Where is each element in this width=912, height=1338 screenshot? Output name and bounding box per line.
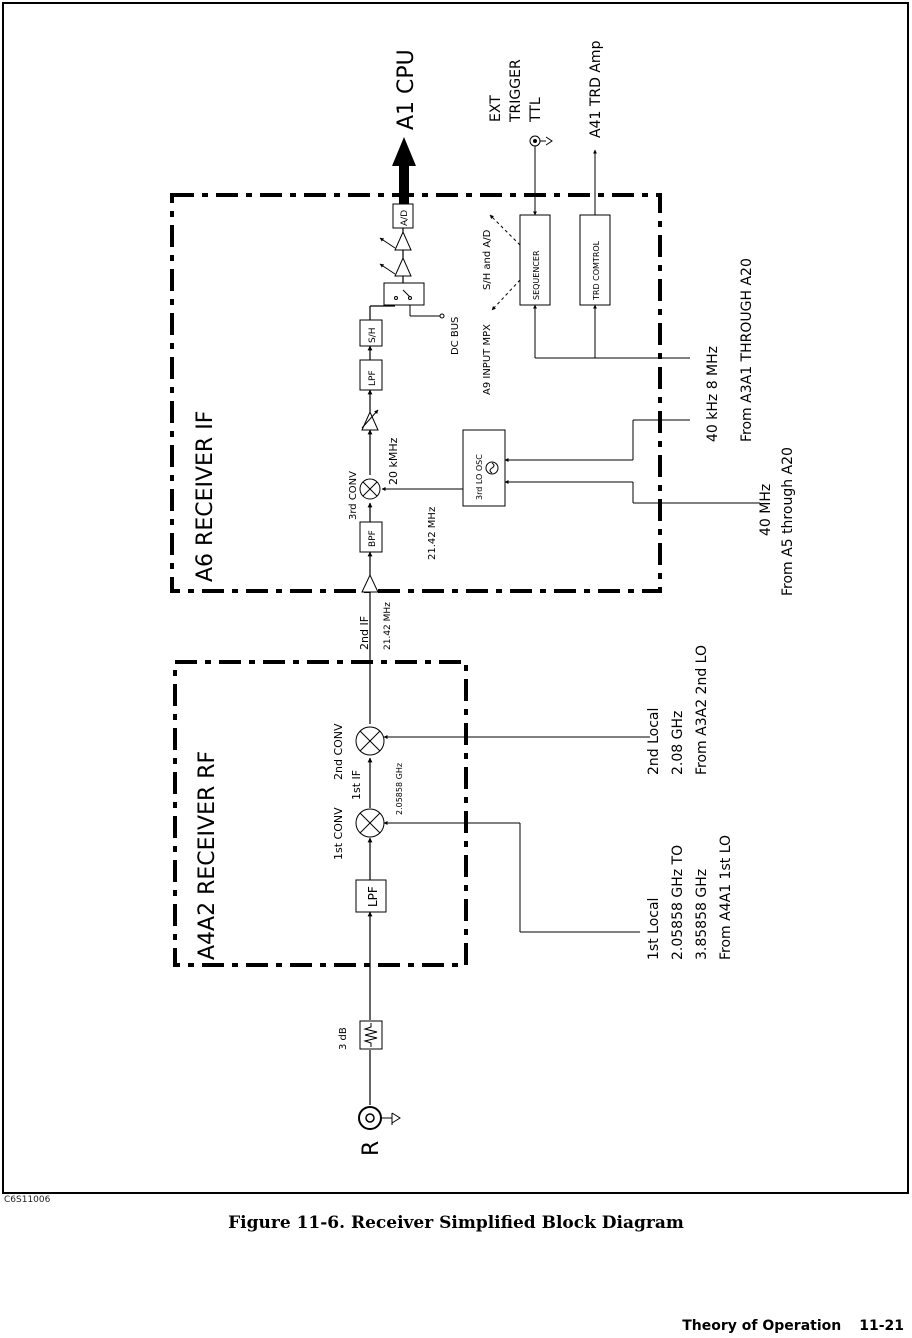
first-local-l3: 3.85858 GHz	[694, 869, 710, 960]
ref-40mhz-l2: From A5 through A20	[780, 447, 796, 596]
first-conv-label: 1st CONV	[332, 807, 345, 860]
dc-bus-label: DC BUS	[450, 317, 461, 355]
second-if-label: 2nd IF	[358, 616, 371, 650]
input-port-label: R	[359, 1141, 384, 1156]
ref-40khz-lines	[504, 304, 690, 462]
input-port-symbol	[358, 1106, 401, 1130]
receiver-rf-title: A4A2 RECEIVER RF	[195, 751, 220, 960]
third-lo-label: 3rd LO OSC	[475, 454, 484, 500]
ext-trigger-connector-icon	[529, 135, 553, 147]
sh-box	[359, 319, 383, 347]
second-local-l2: 2.08 GHz	[670, 711, 686, 775]
sequencer-control-lines	[489, 214, 521, 311]
third-conv-label: 3rd CONV	[348, 471, 359, 520]
block-diagram: A4A2 RECEIVER RF A6 RECEIVER IF R 3 dB L…	[2, 2, 909, 1194]
bpf-label: BPF	[368, 530, 378, 547]
second-local-l1: 2nd Local	[646, 708, 662, 775]
ref-40khz-l2: From A3A1 THROUGH A20	[739, 258, 755, 442]
cpu-bus-arrow-head	[392, 137, 416, 166]
second-mixer-symbol	[355, 726, 385, 756]
trd-control-label: TRD COMTROL	[592, 240, 601, 301]
oscillator-wave-icon	[489, 462, 495, 474]
ad-label: A/D	[400, 210, 410, 226]
page-footer: Theory of Operation 11-21	[664, 1318, 904, 1334]
oscillator-icon	[485, 461, 499, 475]
first-local-line	[383, 821, 640, 933]
first-if-label: 1st IF	[350, 770, 363, 800]
second-local-l3: From A3A2 2nd LO	[694, 645, 710, 775]
cpu-label: A1 CPU	[394, 49, 419, 130]
amp-stage-1-icon	[379, 256, 412, 277]
rf-lpf-label: LPF	[366, 886, 380, 907]
ext-trigger-line2: TRIGGER	[508, 59, 524, 123]
third-lo-box	[462, 429, 506, 507]
variable-amplifier-icon	[361, 409, 379, 431]
first-if-freq: 2.05858 GHz	[395, 763, 404, 815]
ref-40mhz-lines	[504, 480, 760, 504]
attenuator-label: 3 dB	[338, 1027, 349, 1050]
receiver-rf-boundary	[173, 660, 468, 967]
first-local-l2: 2.05858 GHz TO	[670, 845, 686, 960]
trd-control-box	[579, 214, 611, 306]
third-if-freq: 20 kMHz	[387, 437, 400, 485]
dc-bus-node-icon	[439, 313, 445, 319]
first-local-l4: From A4A1 1st LO	[718, 835, 734, 960]
third-lo-freq: 21.42 MHz	[427, 507, 438, 560]
ref-40khz-l1: 40 kHz 8 MHz	[705, 346, 721, 442]
ref-40mhz-l1: 40 MHz	[758, 484, 774, 536]
first-mixer-symbol	[355, 808, 385, 838]
third-mixer-symbol	[359, 478, 381, 500]
sh-label: S/H	[368, 327, 378, 343]
if-lpf-label: LPF	[368, 370, 378, 386]
if-amplifier-icon	[361, 573, 379, 593]
second-conv-label: 2nd CONV	[332, 723, 345, 780]
receiver-if-boundary	[170, 193, 662, 593]
mpx-switch-box	[383, 282, 425, 306]
sh-ad-label: S/H and A/D	[482, 229, 493, 290]
switch-contacts-icon	[394, 289, 412, 300]
if-lpf-box	[359, 359, 383, 391]
main-signal-path	[367, 228, 404, 1105]
outer-frame	[2, 2, 909, 1194]
receiver-if-title: A6 RECEIVER IF	[193, 411, 218, 582]
sequencer-box	[519, 214, 551, 306]
second-if-freq: 21.42 MHz	[383, 602, 393, 650]
rf-lpf-box	[355, 879, 387, 913]
ext-trigger-line1: EXT	[488, 95, 504, 122]
attenuator-box	[359, 1020, 383, 1050]
ext-trigger-line3: TTL	[528, 97, 544, 123]
figure-caption: Figure 11-6. Receiver Simplified Block D…	[228, 1213, 684, 1233]
figure-id: C6S11006	[4, 1195, 51, 1205]
footer-page-number: 11-21	[859, 1318, 904, 1334]
input-mpx-label: A9 INPUT MPX	[482, 324, 493, 395]
footer-section: Theory of Operation	[682, 1318, 842, 1334]
attenuator-resistor-icon	[363, 1023, 378, 1047]
cpu-bus-arrow-shaft	[399, 160, 409, 204]
trd-amp-label: A41 TRD Amp	[588, 40, 604, 138]
amp-stage-2-icon	[379, 230, 412, 251]
sequencer-label: SEQUENCER	[532, 250, 541, 300]
first-local-l1: 1st Local	[646, 898, 662, 960]
bpf-box	[359, 521, 383, 553]
